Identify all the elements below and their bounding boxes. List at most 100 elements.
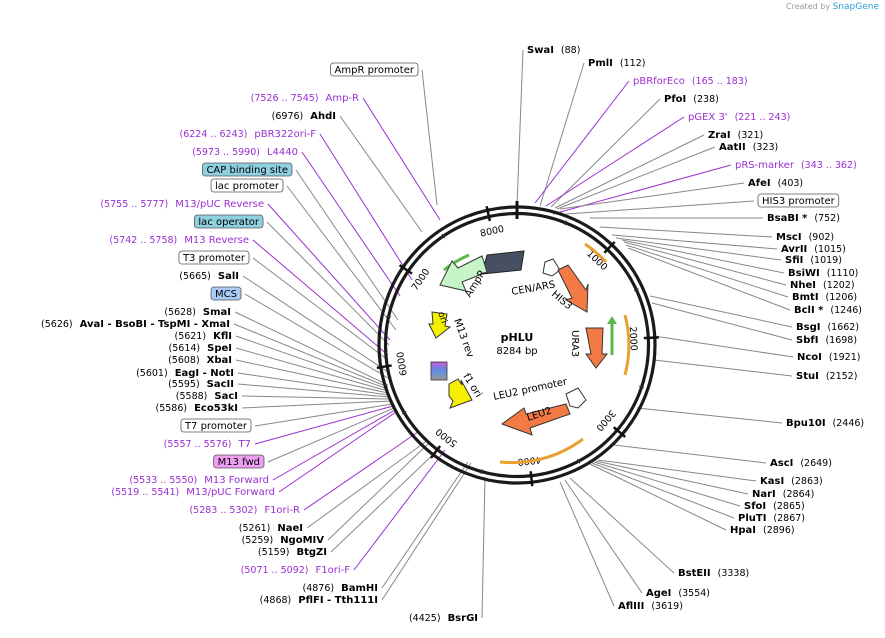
feature-his3 — [557, 264, 589, 313]
left-pos-15: (5621) — [175, 331, 207, 342]
left-leader-33 — [381, 462, 472, 601]
tick-label-8000: 8000 — [479, 224, 505, 240]
left-box-text-12: MCS — [215, 289, 237, 300]
tick-2000 — [643, 336, 659, 340]
right-pos-27: (2867) — [773, 513, 805, 524]
tick-label-7000: 7000 — [410, 267, 433, 293]
right-name-2: pBRforEco — [633, 76, 685, 87]
left-leader-3 — [319, 133, 413, 281]
right-label-30: AgeI(3554) — [646, 588, 710, 599]
right-pos-26: (2865) — [773, 501, 805, 512]
left-name-34: BsrGI — [448, 613, 478, 624]
left-label-31: F1ori-F(5071 .. 5092) — [241, 565, 351, 576]
left-name-27: F1ori-R — [264, 505, 300, 516]
right-name-22: Bpu10I — [786, 418, 826, 429]
left-label-22: T7 promoter — [180, 418, 252, 433]
right-name-28: HpaI — [730, 525, 756, 536]
left-pos-33: (4868) — [260, 595, 292, 606]
left-leader-12 — [244, 293, 389, 379]
left-label-19: SacII (5595) — [168, 379, 234, 390]
left-name-17: XbaI — [207, 355, 232, 366]
right-label-26: SfoI (2865) — [744, 501, 805, 512]
right-pos-8: (403) — [778, 178, 804, 189]
left-label-9: M13 Reverse(5742 .. 5758) — [109, 235, 249, 246]
left-name-16: SpeI — [207, 343, 232, 354]
left-label-2: AhdI(6976) — [272, 111, 336, 122]
left-name-30: BtgZI — [296, 547, 327, 558]
right-leader-9 — [565, 200, 755, 215]
left-leader-30 — [330, 447, 441, 553]
right-leader-28 — [589, 463, 727, 531]
left-label-0: AmpR promoter — [330, 62, 419, 77]
right-leader-23 — [613, 444, 767, 464]
right-leader-0 — [516, 49, 524, 207]
right-name-15: NheI — [790, 280, 816, 291]
left-leader-15 — [235, 335, 389, 390]
left-leader-14 — [233, 323, 389, 388]
left-leader-29 — [327, 441, 431, 541]
orf-arc-ampr — [443, 253, 470, 272]
left-leader-1 — [362, 97, 441, 221]
backbone-outer-ring — [377, 205, 657, 485]
left-name-1: Amp-R — [326, 93, 360, 104]
feature-ori — [428, 311, 452, 339]
left-label-13: SmaI(5628) — [164, 307, 231, 318]
left-box-text-10: T3 promoter — [182, 253, 246, 264]
left-leader-13 — [234, 311, 389, 386]
tick-label-6000: 6000 — [395, 351, 410, 377]
right-label-4: pGEX 3'(221 .. 243) — [688, 112, 790, 123]
left-label-28: NaeI(5261) — [239, 523, 303, 534]
minor-tick — [401, 410, 407, 415]
left-label-6: lac promoter — [210, 178, 284, 193]
left-leader-0 — [421, 69, 438, 206]
left-pos-26: (5519 .. 5541) — [111, 487, 179, 498]
left-pos-7: (5755 .. 5777) — [100, 199, 168, 210]
left-pos-23: (5557 .. 5576) — [164, 439, 232, 450]
right-leader-30 — [564, 479, 643, 594]
right-pos-11: (902) — [809, 232, 835, 243]
left-name-23: T7 — [238, 439, 251, 450]
left-pos-9: (5742 .. 5758) — [109, 235, 177, 246]
right-leader-26 — [593, 461, 741, 507]
credit-prefix: Created by — [786, 2, 831, 11]
left-leader-16 — [235, 347, 389, 392]
right-pos-22: (2446) — [833, 418, 865, 429]
left-pos-20: (5588) — [176, 391, 208, 402]
right-label-24: KasI(2863) — [760, 476, 823, 487]
left-leader-25 — [272, 409, 396, 481]
left-pos-19: (5595) — [168, 379, 200, 390]
snapgene-credit: Created by SnapGene — [786, 2, 879, 12]
left-leader-27 — [303, 431, 419, 511]
left-box-text-5: CAP binding site — [206, 165, 288, 176]
left-leader-2 — [339, 115, 423, 233]
right-name-1: PmlI — [588, 58, 613, 69]
left-pos-31: (5071 .. 5092) — [241, 565, 309, 576]
left-box-text-6: lac promoter — [215, 181, 280, 192]
left-leader-8 — [266, 221, 390, 346]
left-box-5 — [202, 162, 293, 177]
left-name-28: NaeI — [277, 523, 303, 534]
left-leader-28 — [306, 439, 429, 529]
feature-leu2 — [500, 403, 571, 436]
right-pos-31: (3619) — [651, 601, 683, 612]
left-leader-26 — [278, 411, 397, 493]
right-name-4: pGEX 3' — [688, 112, 728, 123]
left-label-8: lac operator — [194, 214, 264, 229]
right-pos-25: (2864) — [783, 489, 815, 500]
right-name-18: BsgI — [796, 322, 820, 333]
left-leader-19 — [237, 383, 390, 398]
right-pos-24: (2863) — [791, 476, 823, 487]
right-name-26: SfoI — [744, 501, 766, 512]
left-name-19: SacII — [207, 379, 234, 390]
snapgene-logo: SnapGene — [832, 2, 879, 12]
tick-label-3000: 3000 — [593, 407, 617, 433]
feature-cen-ars — [481, 250, 525, 275]
tick-1000 — [603, 241, 616, 254]
left-name-32: BamHI — [341, 583, 378, 594]
left-label-5: CAP binding site — [202, 162, 293, 177]
left-pos-1: (7526 .. 7545) — [251, 93, 319, 104]
left-pos-14: (5626) — [41, 319, 73, 330]
left-pos-30: (5159) — [258, 547, 290, 558]
left-name-25: M13 Forward — [204, 475, 269, 486]
right-pos-0: (88) — [561, 45, 581, 56]
